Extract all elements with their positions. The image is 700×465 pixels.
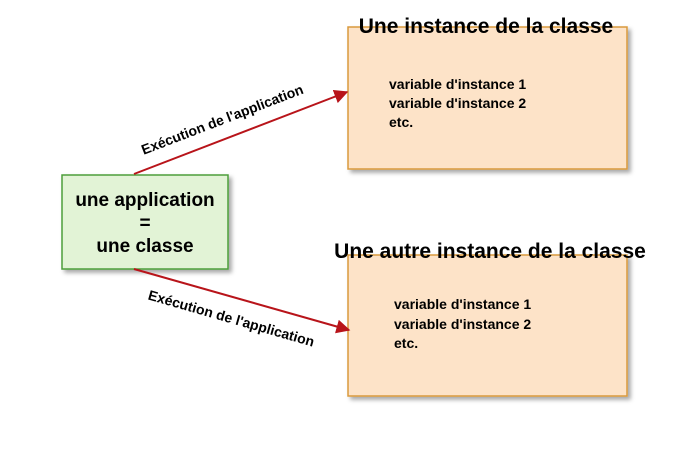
instance-box-top: Une instance de la classe variable d'ins… [347, 15, 628, 170]
application-line-2: = [139, 213, 150, 234]
arrow-top-label: Exécution de l'application [139, 81, 305, 158]
instance-top-var-2: variable d'instance 2 [389, 95, 526, 111]
arrow-bottom: Exécution de l'application [133, 268, 351, 350]
instance-top-title: Une instance de la classe [359, 15, 613, 38]
instance-box-top-rect [347, 26, 628, 170]
arrow-top-line [133, 89, 349, 175]
instance-bottom-etc: etc. [394, 335, 418, 351]
application-box: une application = une classe [61, 174, 229, 270]
instance-bottom-var-1: variable d'instance 1 [394, 296, 531, 312]
application-box-rect [61, 174, 229, 270]
instance-box-bottom: Une autre instance de la classe variable… [334, 240, 646, 397]
instance-bottom-title: Une autre instance de la classe [334, 240, 646, 263]
application-line-1: une application [75, 190, 214, 211]
instance-box-bottom-rect [347, 254, 628, 397]
arrow-top: Exécution de l'application [133, 81, 349, 175]
instance-bottom-var-2: variable d'instance 2 [394, 316, 531, 332]
instance-top-var-1: variable d'instance 1 [389, 76, 526, 92]
application-line-3: une classe [96, 236, 193, 257]
arrow-bottom-line [133, 268, 351, 334]
instance-top-etc: etc. [389, 114, 413, 130]
